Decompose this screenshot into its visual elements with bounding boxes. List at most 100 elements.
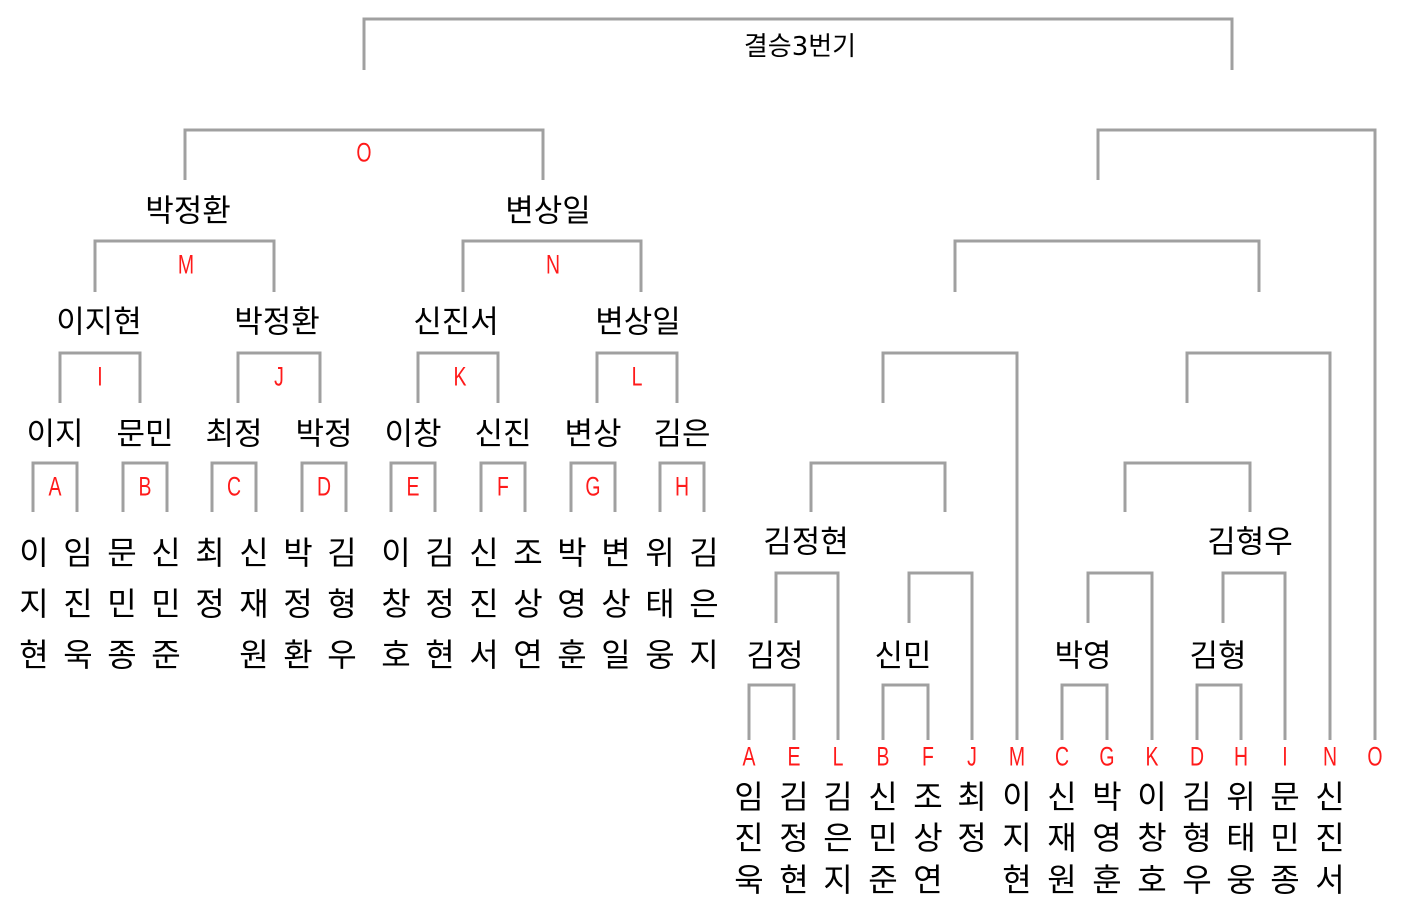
player-name-char: 지 xyxy=(1002,819,1032,857)
player-name-char: 원 xyxy=(239,636,269,674)
match-letter: J xyxy=(274,361,284,392)
player-name-char: 신 xyxy=(151,534,181,572)
match-letter: E xyxy=(406,471,420,502)
winner-name: 신진 xyxy=(474,416,532,453)
winner-name: 이창 xyxy=(384,416,442,453)
player-name-char: 김 xyxy=(779,778,809,816)
winner-name: 김형 xyxy=(1189,638,1247,675)
winner-name: 김정현 xyxy=(763,524,849,561)
player-name-char: 환 xyxy=(283,636,313,674)
player-name-char: 민 xyxy=(868,819,898,857)
match-letter: F xyxy=(922,741,934,772)
player-name-char: 연 xyxy=(913,861,943,899)
match-letter: J xyxy=(967,741,977,772)
player-name-char: 이 xyxy=(19,534,49,572)
bracket-right-top xyxy=(1096,128,1377,740)
bracket-right-first-1 xyxy=(881,683,930,740)
player-name-char: 신 xyxy=(1315,778,1345,816)
bracket-H xyxy=(658,461,706,512)
player-name-char: 정 xyxy=(779,819,809,857)
bracket-C xyxy=(210,461,258,512)
match-letter: O xyxy=(356,137,372,168)
player-name-char: 최 xyxy=(957,778,987,816)
player-name-char: 욱 xyxy=(63,636,93,674)
winner-name: 변상 xyxy=(564,416,622,453)
bracket-M xyxy=(93,239,276,292)
player-name-char: 연 xyxy=(513,636,543,674)
player-name-char: 현 xyxy=(1002,861,1032,899)
bracket-right-2 xyxy=(953,239,1261,292)
player-name-char: 현 xyxy=(425,636,455,674)
bracket-L xyxy=(595,351,679,403)
player-name-char: 호 xyxy=(1137,861,1167,899)
player-name-char: 임 xyxy=(734,778,764,816)
player-name-char: 조 xyxy=(913,778,943,816)
player-name-char: 신 xyxy=(868,778,898,816)
bracket-right-pair-3 xyxy=(1221,571,1287,740)
player-name-char: 민 xyxy=(1270,819,1300,857)
player-name-char: 문 xyxy=(107,534,137,572)
match-letter: H xyxy=(1233,741,1249,772)
player-name-char: 정 xyxy=(957,819,987,857)
player-name-char: 은 xyxy=(689,585,719,623)
winner-name: 이지 xyxy=(26,416,84,453)
match-letter: I xyxy=(1282,741,1288,772)
player-name-char: 일 xyxy=(601,636,631,674)
player-name-char: 준 xyxy=(151,636,181,674)
player-name-char: 정 xyxy=(195,585,225,623)
player-name-char: 정 xyxy=(425,585,455,623)
player-name-char: 현 xyxy=(19,636,49,674)
winner-name: 이지현 xyxy=(56,304,142,341)
winner-name: 신민 xyxy=(874,638,932,675)
player-name-char: 진 xyxy=(63,585,93,623)
player-name-char: 지 xyxy=(19,585,49,623)
player-name-char: 웅 xyxy=(1226,861,1256,899)
match-letter: G xyxy=(1099,741,1115,772)
player-name-char: 민 xyxy=(107,585,137,623)
player-name-char: 임 xyxy=(63,534,93,572)
player-name-char: 형 xyxy=(1182,819,1212,857)
bracket-O xyxy=(183,128,545,180)
winner-name: 박정환 xyxy=(234,304,320,341)
player-name-char: 호 xyxy=(381,636,411,674)
player-name-char: 상 xyxy=(601,585,631,623)
player-name-char: 신 xyxy=(1047,778,1077,816)
player-name-char: 상 xyxy=(913,819,943,857)
player-name-char: 김 xyxy=(689,534,719,572)
bracket-right-M xyxy=(881,351,1019,740)
bracket-I xyxy=(58,351,142,403)
bracket-B xyxy=(121,461,169,512)
match-letter: L xyxy=(631,361,643,392)
match-letter: L xyxy=(832,741,844,772)
bracket-F xyxy=(479,461,527,512)
bracket-right-pair-0 xyxy=(774,571,840,740)
player-name-char: 변 xyxy=(601,534,631,572)
player-name-char: 김 xyxy=(823,778,853,816)
winner-name: 김은 xyxy=(653,416,711,453)
match-letter: D xyxy=(1189,741,1205,772)
player-name-char: 재 xyxy=(1047,819,1077,857)
player-name-char: 진 xyxy=(1315,819,1345,857)
player-name-char: 욱 xyxy=(734,861,764,899)
player-name-char: 박 xyxy=(557,534,587,572)
player-name-char: 서 xyxy=(469,636,499,674)
player-name-char: 신 xyxy=(469,534,499,572)
match-letter: A xyxy=(742,741,756,772)
winner-name: 신진서 xyxy=(413,304,499,341)
player-name-char: 정 xyxy=(283,585,313,623)
bracket-right-pair-1 xyxy=(907,571,974,740)
player-name-char: 창 xyxy=(1137,819,1167,857)
player-name-char: 이 xyxy=(1137,778,1167,816)
player-name-char: 종 xyxy=(107,636,137,674)
winner-name: 박정환 xyxy=(145,193,231,230)
player-name-char: 지 xyxy=(823,861,853,899)
match-letter: K xyxy=(453,361,467,392)
bracket-N xyxy=(461,239,643,292)
match-letter: E xyxy=(787,741,801,772)
player-name-char: 박 xyxy=(1092,778,1122,816)
match-letter: B xyxy=(876,741,890,772)
player-name-char: 위 xyxy=(645,534,675,572)
match-letter: O xyxy=(1367,741,1383,772)
match-letter: F xyxy=(497,471,509,502)
